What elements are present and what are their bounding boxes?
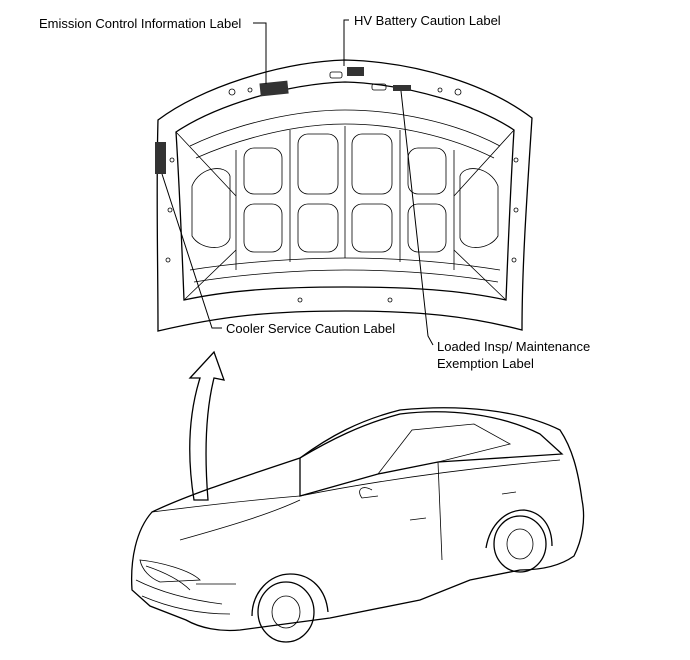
hv-battery-label-patch — [347, 67, 364, 76]
car-wheels — [251, 509, 553, 643]
hood-mount-holes — [165, 71, 519, 303]
loaded-insp-line-1: Loaded Insp/ Maintenance — [437, 339, 591, 354]
car-greenhouse — [299, 411, 564, 497]
cooler-label-callout: Cooler Service Caution Label — [226, 321, 396, 336]
hood-bottom-brace — [189, 257, 501, 271]
hood-outline — [156, 59, 533, 332]
lift-arrow — [188, 350, 225, 501]
hood-top-brace — [189, 109, 501, 147]
hood-cutouts — [191, 133, 499, 253]
car-illustration — [130, 407, 585, 643]
loaded-insp-line-2: Exemption Label — [437, 356, 534, 371]
car-grille — [135, 579, 223, 605]
emission-label-patch — [259, 80, 289, 97]
hood-underside — [155, 59, 533, 332]
loaded-insp-label-callout: Loaded Insp/ Maintenance Exemption Label — [437, 338, 590, 372]
emission-label-callout: Emission Control Information Label — [39, 16, 242, 31]
loaded-insp-label-patch — [393, 85, 411, 91]
hv-battery-label-callout: HV Battery Caution Label — [354, 13, 501, 28]
car-headlight — [139, 559, 201, 583]
car-body — [130, 407, 585, 632]
leader-lines — [161, 19, 434, 346]
cooler-label-patch — [155, 142, 166, 174]
car-mirror — [359, 487, 379, 499]
